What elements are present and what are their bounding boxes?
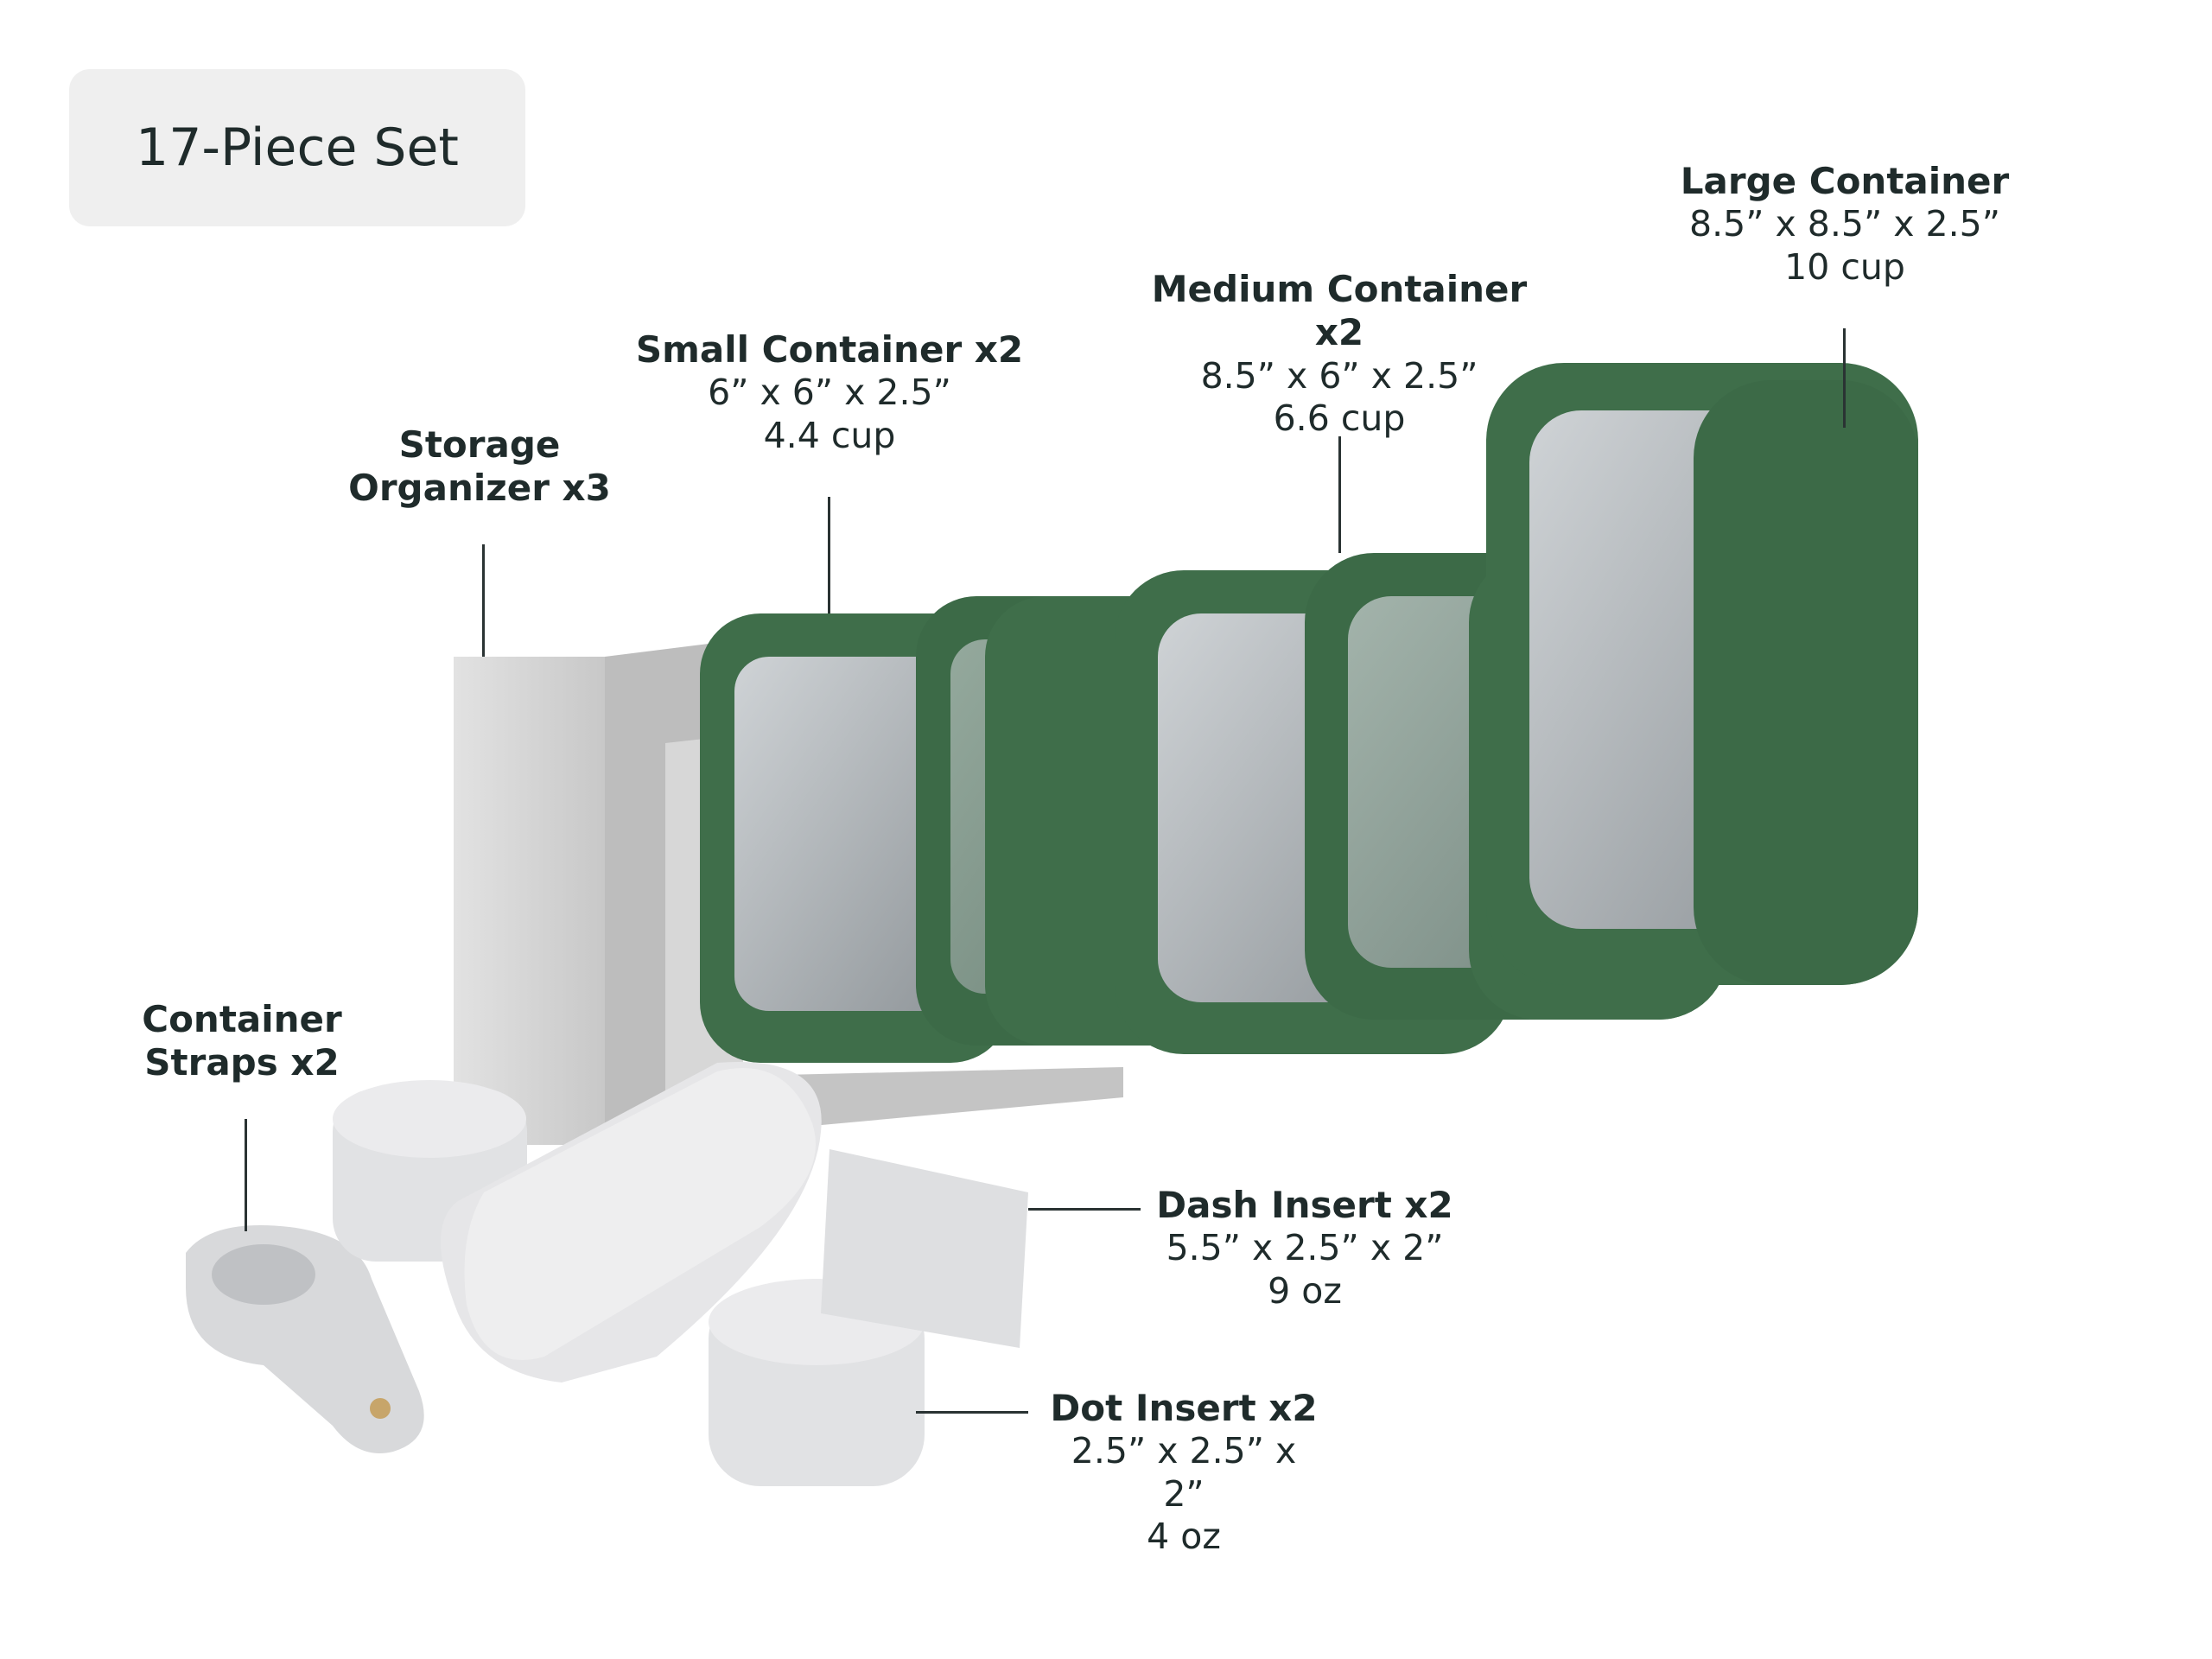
- medium-container-capacity: 6.6 cup: [1273, 397, 1406, 439]
- dot-insert-dims: 2.5” x 2.5” x 2”: [1071, 1430, 1297, 1515]
- small-container-dims: 6” x 6” x 2.5”: [708, 372, 951, 414]
- dot-insert-title: Dot Insert x2: [1050, 1387, 1318, 1429]
- small-container-capacity: 4.4 cup: [763, 414, 896, 456]
- small-container-leader: [828, 497, 830, 613]
- storage-organizer-line1: Storage: [398, 423, 561, 466]
- container-straps-label: Container Straps x2: [121, 998, 363, 1085]
- container-straps-leader: [245, 1119, 247, 1231]
- large-container-capacity: 10 cup: [1784, 245, 1905, 288]
- dot-insert-label: Dot Insert x2 2.5” x 2.5” x 2” 4 oz: [1046, 1387, 1322, 1558]
- dot-insert-leader: [916, 1411, 1028, 1414]
- storage-organizer-label: Storage Organizer x3: [337, 423, 622, 511]
- container-straps-line1: Container: [142, 998, 342, 1040]
- dash-insert-dims: 5.5” x 2.5” x 2”: [1166, 1227, 1444, 1269]
- large-container-image: [1486, 363, 1918, 985]
- medium-container-dims: 8.5” x 6” x 2.5”: [1200, 354, 1478, 397]
- large-container-leader: [1843, 328, 1846, 428]
- large-container-dims: 8.5” x 8.5” x 2.5”: [1689, 203, 2000, 245]
- large-container-label: Large Container 8.5” x 8.5” x 2.5” 10 cu…: [1642, 160, 2048, 289]
- large-container-title: Large Container: [1680, 160, 2010, 202]
- dash-insert-capacity: 9 oz: [1268, 1269, 1342, 1312]
- medium-container-leader: [1338, 436, 1341, 553]
- dot-insert-capacity: 4 oz: [1147, 1515, 1221, 1557]
- dash-insert-leader: [1028, 1208, 1141, 1211]
- small-container-label: Small Container x2 6” x 6” x 2.5” 4.4 cu…: [631, 328, 1028, 457]
- container-straps-image: [186, 1225, 424, 1453]
- dash-insert-image: [441, 1062, 1028, 1382]
- container-straps-line2: Straps x2: [144, 1041, 340, 1084]
- set-size-badge: 17-Piece Set: [69, 69, 525, 226]
- small-container-title: Small Container x2: [635, 328, 1024, 371]
- dash-insert-label: Dash Insert x2 5.5” x 2.5” x 2” 9 oz: [1149, 1184, 1460, 1313]
- storage-organizer-leader: [482, 544, 485, 657]
- badge-label: 17-Piece Set: [136, 118, 459, 178]
- medium-container-title: Medium Container x2: [1151, 268, 1528, 354]
- medium-container-label: Medium Container x2 8.5” x 6” x 2.5” 6.6…: [1123, 268, 1555, 440]
- dash-insert-title: Dash Insert x2: [1156, 1184, 1453, 1226]
- storage-organizer-line2: Organizer x3: [348, 467, 611, 510]
